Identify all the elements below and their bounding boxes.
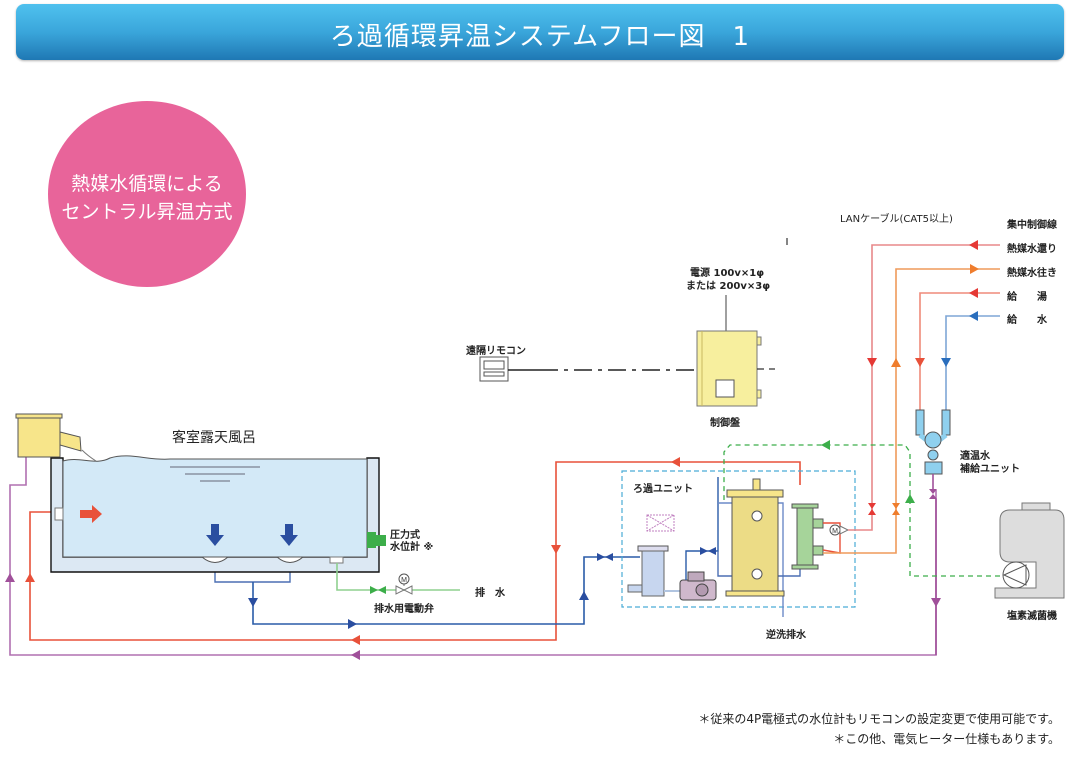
flow-arrow-icon	[905, 494, 915, 503]
flow-arrow-icon	[941, 358, 951, 367]
footnote-2: ＊この他、電気ヒーター仕様もあります。	[833, 732, 1060, 746]
chlorine-injection-line	[723, 444, 1000, 577]
flow-arrow-icon	[969, 288, 978, 298]
heat-exchanger-icon	[791, 503, 824, 570]
flow-arrow-icon	[348, 619, 357, 629]
title-banner: ろ過循環昇温システムフロー図 1	[16, 4, 1064, 60]
inflow-arrow-icon	[80, 505, 102, 523]
sand-filter-icon	[725, 478, 785, 597]
heat-motor-valve-icon: M	[829, 524, 850, 536]
flow-arrow-icon	[351, 650, 360, 660]
flow-arrow-icon	[248, 598, 258, 607]
hot-water-line	[919, 292, 1000, 410]
flow-arrow-icon	[5, 573, 15, 582]
heated-return-line	[29, 461, 801, 641]
filter-unit-label: ろ過ユニット	[633, 484, 693, 495]
drain-motor-valve-icon: M	[395, 573, 413, 595]
flow-arrow-icon	[579, 591, 589, 600]
flow-arrow-icon	[25, 573, 35, 582]
svg-text:M: M	[832, 528, 838, 535]
cold-water-label: 給 水	[1007, 315, 1047, 326]
flow-arrow-icon	[915, 358, 925, 367]
pressure-gauge-icon	[367, 532, 386, 548]
flow-arrow-icon	[970, 264, 979, 274]
flow-arrow-icon	[821, 440, 830, 450]
badge-line-2: セントラル昇温方式	[61, 201, 233, 223]
drain-label: 排 水	[475, 588, 505, 599]
chlorinator-icon	[994, 502, 1065, 599]
page-title: ろ過循環昇温システムフロー図 1	[329, 22, 751, 52]
heat-supply-line	[823, 268, 1000, 554]
backwash-drain-label: 逆洗排水	[766, 630, 806, 641]
flow-arrow-icon	[671, 457, 680, 467]
heat-return-line	[848, 244, 1000, 531]
flow-arrow-icon	[867, 358, 877, 367]
heat-return-valve-icon	[868, 503, 876, 515]
pressure-gauge-label-2: 水位計 ※	[390, 542, 434, 553]
heat-supply-valve-icon	[892, 503, 900, 515]
outflow-arrow-icon	[206, 524, 224, 546]
drain-valve-label: 排水用電動弁	[374, 604, 434, 615]
badge-line-1: 熱媒水循環による	[71, 173, 223, 195]
makeup-unit-icon	[915, 409, 951, 475]
makeup-unit-label-1: 適温水	[960, 451, 990, 462]
chlorinator-label: 塩素滅菌機	[1007, 611, 1057, 622]
hot-water-label: 給 湯	[1007, 292, 1047, 303]
remote-controller-icon	[479, 356, 509, 382]
flow-arrow-icon	[551, 545, 561, 554]
makeup-valve-icon	[929, 489, 937, 499]
control-panel-icon	[696, 330, 762, 407]
drain-line	[336, 563, 460, 591]
inlet-valve-icon	[597, 553, 613, 561]
drain-valve-icon	[370, 586, 386, 594]
bath-label: 客室露天風呂	[172, 430, 256, 446]
lan-cable-label: LANケーブル(CAT5以上)	[840, 214, 953, 225]
footnote-1: ＊従来の4P電極式の水位計もリモコンの設定変更で使用可能です。	[698, 712, 1060, 726]
outflow-arrow-icon	[280, 524, 298, 546]
makeup-unit-label-2: 補給ユニット	[960, 464, 1020, 475]
method-badge: 熱媒水循環による セントラル昇温方式	[48, 101, 246, 287]
flow-arrow-icon	[891, 358, 901, 367]
pressure-gauge-label-1: 圧力式	[390, 530, 420, 541]
flow-arrow-icon	[969, 240, 978, 250]
filter-unit-boundary	[621, 470, 856, 608]
flow-arrow-icon	[351, 635, 360, 645]
remote-label: 遠隔リモコン	[466, 346, 526, 357]
svg-text:M: M	[401, 577, 407, 584]
flow-arrow-icon	[969, 311, 978, 321]
circulation-pump-icon	[679, 571, 717, 601]
heat-return-label: 熱媒水還り	[1007, 244, 1057, 255]
hair-catcher-icon	[627, 545, 669, 597]
pump-valve-icon	[700, 547, 716, 555]
heat-supply-label: 熱媒水往き	[1007, 268, 1057, 279]
cold-water-line	[945, 315, 1000, 410]
central-control-label: 集中制御線	[1007, 220, 1057, 231]
control-panel-label: 制御盤	[710, 418, 740, 429]
power-label-2: または 200v×3φ	[686, 281, 771, 292]
power-label-1: 電源 100v×1φ	[690, 268, 765, 279]
overflow-tank-icon	[15, 413, 97, 462]
